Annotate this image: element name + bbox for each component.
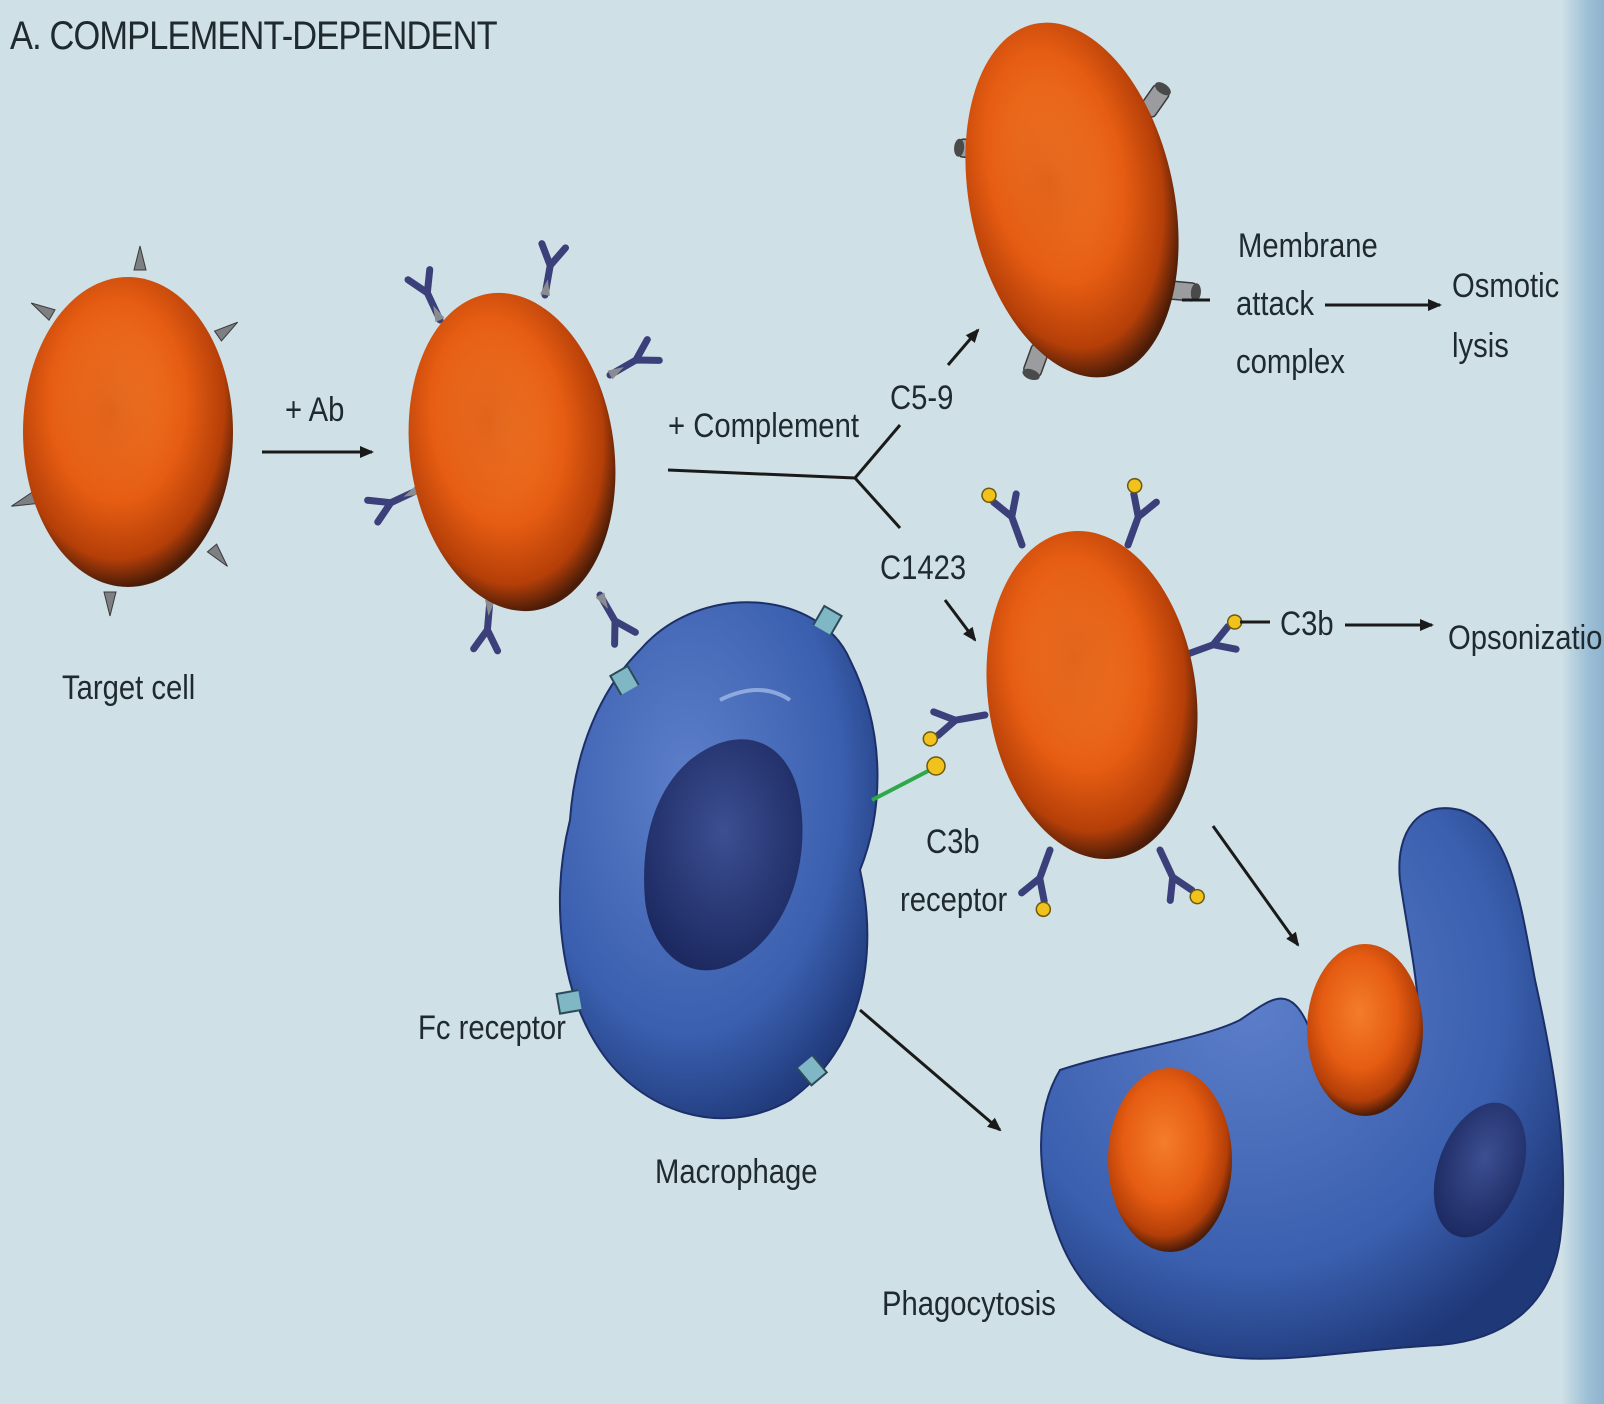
mac-lysed-cell — [935, 3, 1209, 398]
phagocytosed-cell-1 — [1108, 1068, 1232, 1252]
membrane-label: Membrane — [1238, 226, 1378, 266]
plus-ab-label: + Ab — [285, 390, 344, 430]
phagocyte — [1041, 808, 1563, 1359]
to-phagocyte-arrow-2 — [860, 1010, 1000, 1130]
c1423-label: C1423 — [880, 548, 966, 588]
plus-complement-label: + Complement — [668, 406, 859, 446]
figure-title: A. COMPLEMENT-DEPENDENT — [10, 16, 497, 56]
c1423-arrow — [945, 600, 975, 640]
antibody-coated-cell — [368, 244, 660, 651]
macrophage — [557, 602, 945, 1118]
osmotic-label: Osmotic — [1452, 266, 1559, 306]
fc-receptor-label: Fc receptor — [418, 1008, 566, 1048]
target-cell-label: Target cell — [62, 668, 195, 708]
complement-branch — [668, 470, 855, 478]
phagocytosed-cell-2 — [1307, 944, 1423, 1116]
phagocytosis-label: Phagocytosis — [882, 1284, 1056, 1324]
lysis-label: lysis — [1452, 326, 1509, 366]
target-cell — [9, 246, 241, 616]
c3b-receptor-label-line2: receptor — [900, 880, 1007, 920]
attack-label: attack — [1236, 284, 1314, 324]
complex-label: complex — [1236, 342, 1345, 382]
page-edge-shadow — [1562, 0, 1604, 1404]
c3b-receptor-label-line1: C3b — [926, 822, 980, 862]
c59-arrow — [948, 330, 978, 365]
c3b-label: C3b — [1280, 604, 1334, 644]
to-phagocyte-arrow-1 — [1213, 826, 1298, 945]
macrophage-label: Macrophage — [655, 1152, 818, 1192]
c3b-receptor-line — [872, 770, 930, 800]
opsonization-label: Opsonization — [1448, 618, 1604, 658]
c5-9-label: C5-9 — [890, 378, 953, 418]
